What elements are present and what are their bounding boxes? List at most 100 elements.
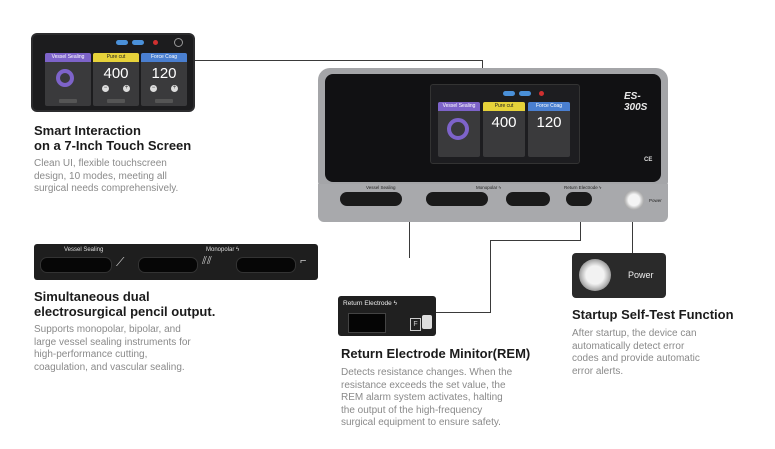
mode-value: 400 xyxy=(103,65,129,82)
rem-desc-line1: Detects resistance changes. When the xyxy=(341,367,513,378)
minus-icon: − xyxy=(150,85,157,92)
power-inset: Power xyxy=(572,253,666,298)
leader-rem-h xyxy=(490,240,581,241)
status-pill-icon xyxy=(116,40,128,45)
monopolar-port-2 xyxy=(506,192,550,206)
touch-desc-line3: surgical needs comprehensively. xyxy=(34,183,179,194)
selftest-desc-line2: automatically detect error xyxy=(572,340,685,352)
return-electrode-inset: Return Electrode ϟ F xyxy=(338,296,436,336)
mode-value: 400 xyxy=(491,114,517,131)
dual-desc-line2: large vessel sealing instruments for xyxy=(34,336,191,348)
dual-output-heading: Simultaneous dual electrosurgical pencil… xyxy=(34,289,215,319)
dual-heading-line2: electrosurgical pencil output. xyxy=(34,304,216,319)
selftest-heading-text: Startup Self-Test Function xyxy=(572,307,734,322)
rem-description: Detects resistance changes. When the res… xyxy=(341,367,512,430)
rem-heading-text: Return Electrode Minitor(REM) xyxy=(341,346,531,361)
rem-desc-line2: resistance exceeds the set value, the xyxy=(341,379,506,391)
touch-description: Clean UI, flexible touchscreen design, 1… xyxy=(34,158,178,196)
mode-label: Pure cut xyxy=(483,102,525,111)
selftest-description: After startup, the device can automatica… xyxy=(572,328,700,378)
plus-icon: + xyxy=(123,85,130,92)
selftest-desc-line1: After startup, the device can xyxy=(572,328,697,339)
status-pill-icon xyxy=(503,91,515,96)
touch-heading: Smart Interaction on a 7-Inch Touch Scre… xyxy=(34,123,191,153)
leader-rem-h2 xyxy=(436,312,491,313)
select-button xyxy=(59,99,77,103)
rem-heading: Return Electrode Minitor(REM) xyxy=(341,346,530,361)
vessel-sealing-port xyxy=(340,192,402,206)
inset-rem-label: Return Electrode ϟ xyxy=(343,300,398,307)
device-mode-card-vessel: Vessel Sealing xyxy=(438,102,480,157)
plus-icon: + xyxy=(171,85,178,92)
inset-power-button xyxy=(579,259,611,291)
pencil-icon: ⫽⫽ xyxy=(202,255,212,267)
device-connector-panel: Vessel Sealing Monopolar ϟ Return Electr… xyxy=(318,184,668,222)
screen-status-bar xyxy=(33,35,193,48)
port-label-monopolar: Monopolar ϟ xyxy=(476,185,501,190)
dual-desc-line1: Supports monopolar, bipolar, and xyxy=(34,324,181,335)
mode-label: Pure cut xyxy=(93,53,139,62)
floating-symbol-icon: F xyxy=(410,318,421,331)
device-touchscreen: Vessel Sealing Pure cut 400 Force Coag 1… xyxy=(430,84,580,164)
inset-monopolar-port-2 xyxy=(236,257,296,273)
inset-port-label-vessel: Vessel Sealing xyxy=(64,247,104,253)
leader-rem-v1 xyxy=(580,212,581,240)
touch-desc-line2: design, 10 modes, meeting all xyxy=(34,170,167,182)
ce-mark: CE xyxy=(644,157,653,163)
alarm-indicator-icon xyxy=(539,91,544,96)
mode-label: Vessel Sealing xyxy=(45,53,91,62)
vessel-ring-icon xyxy=(56,69,74,87)
port-label-power: Power xyxy=(649,198,662,203)
power-button[interactable] xyxy=(624,190,644,210)
mode-value: 120 xyxy=(536,114,562,131)
selftest-desc-line3: codes and provide automatic xyxy=(572,353,700,364)
return-pad-icon xyxy=(422,315,432,329)
alarm-indicator-icon xyxy=(153,40,158,45)
select-button xyxy=(107,99,125,103)
mode-label: Vessel Sealing xyxy=(438,102,480,111)
leader-touch-h xyxy=(185,60,482,61)
vessel-ring-icon xyxy=(447,118,469,140)
leader-rem-v2 xyxy=(490,240,491,312)
port-label-return: Return Electrode ϟ xyxy=(564,185,602,190)
return-electrode-port xyxy=(566,192,592,206)
leader-ports-v xyxy=(409,222,410,258)
minus-icon: − xyxy=(102,85,109,92)
touch-heading-line1: Smart Interaction xyxy=(34,123,141,138)
electrosurgical-unit: Vessel Sealing Pure cut 400 Force Coag 1… xyxy=(318,68,668,186)
inset-vessel-port xyxy=(40,257,112,273)
ports-inset: Vessel Sealing Monopolar ϟ ⟋ ⫽⫽ ⌐ xyxy=(34,244,318,280)
mode-label: Force Coag xyxy=(141,53,187,62)
settings-gear-icon xyxy=(174,38,183,47)
device-mode-card-cut: Pure cut 400 xyxy=(483,102,525,157)
mode-card-force-coag: Force Coag 120 − + xyxy=(141,53,187,106)
dual-desc-line3: high-performance cutting, xyxy=(34,349,148,360)
inset-power-label: Power xyxy=(628,270,654,280)
model-name: ES-300S xyxy=(624,91,648,113)
port-label-vessel: Vessel Sealing xyxy=(366,185,396,190)
mode-label: Force Coag xyxy=(528,102,570,111)
selftest-heading: Startup Self-Test Function xyxy=(572,307,734,322)
footswitch-icon: ⌐ xyxy=(300,255,307,267)
monopolar-port xyxy=(426,192,488,206)
device-mode-card-coag: Force Coag 120 xyxy=(528,102,570,157)
select-button xyxy=(155,99,173,103)
inset-port-label-monopolar: Monopolar ϟ xyxy=(206,247,240,253)
selftest-desc-line4: error alerts. xyxy=(572,365,624,377)
bipolar-forceps-icon: ⟋ xyxy=(116,255,125,269)
inset-rem-port xyxy=(348,313,386,333)
dual-desc-line4: coagulation, and vascular sealing. xyxy=(34,361,185,373)
rem-desc-line4: the output of the high-frequency xyxy=(341,404,483,416)
inset-monopolar-port xyxy=(138,257,198,273)
rem-desc-line5: surgical equipment to ensure safety. xyxy=(341,417,501,428)
leader-power-v xyxy=(632,212,633,254)
touch-desc-line1: Clean UI, flexible touchscreen xyxy=(34,158,167,169)
touchscreen-inset: Vessel Sealing Pure cut 400 − + Force Co… xyxy=(33,35,193,110)
rem-desc-line3: REM alarm system activates, halting xyxy=(341,392,503,403)
status-pill-icon xyxy=(132,40,144,45)
dual-heading-line1: Simultaneous dual xyxy=(34,289,150,304)
mode-value: 120 xyxy=(151,65,177,82)
dual-output-description: Supports monopolar, bipolar, and large v… xyxy=(34,324,191,374)
mode-card-pure-cut: Pure cut 400 − + xyxy=(93,53,139,106)
mode-card-vessel: Vessel Sealing xyxy=(45,53,91,106)
